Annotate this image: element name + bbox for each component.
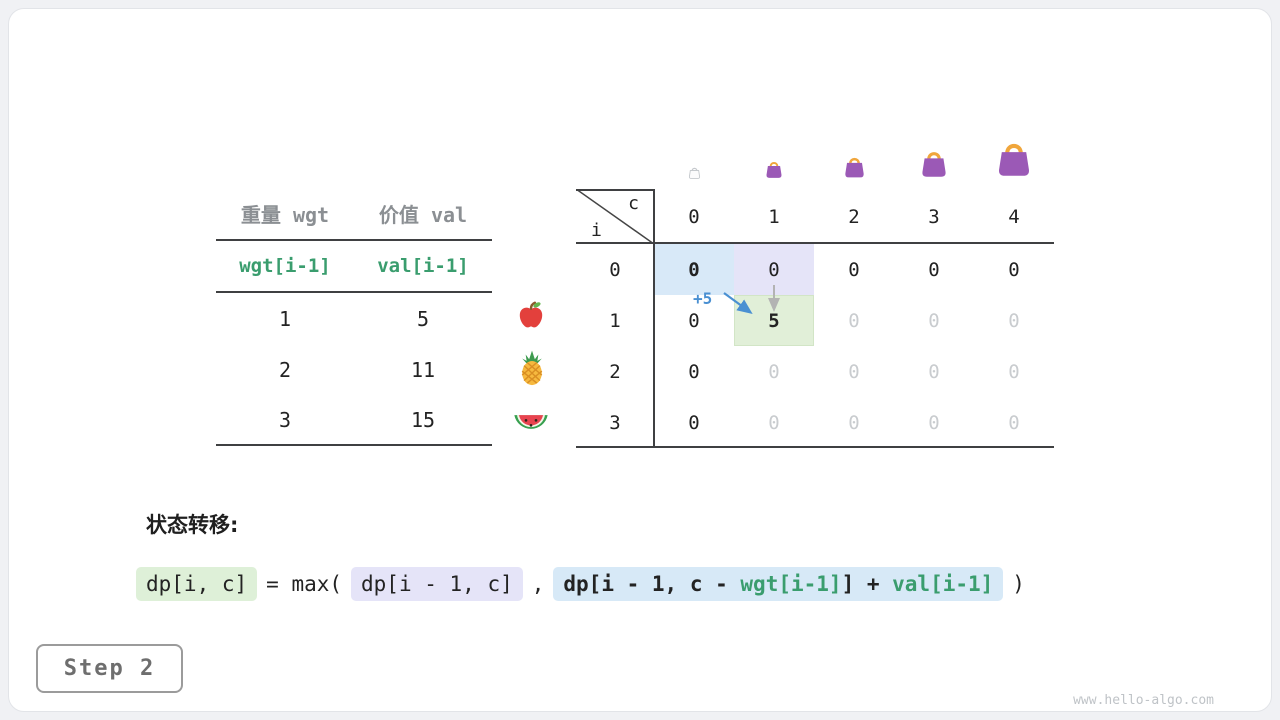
dp-cell: 0	[1008, 360, 1020, 383]
dp-cell: 0	[928, 309, 940, 332]
item-1-value: 5	[416, 306, 430, 331]
dp-col-header: 1	[768, 205, 780, 228]
step-label: Step 2	[63, 656, 156, 681]
formula-option1-chip: dp[i - 1, c]	[351, 567, 523, 601]
val-index-label: val[i-1]	[377, 255, 469, 277]
capacity-bags-row	[654, 135, 1054, 183]
formula-separator: ,	[531, 572, 545, 596]
item-row-1: 1 5	[216, 293, 492, 344]
step-label-box: Step 2	[36, 644, 183, 693]
dp-corner-cell: c i	[576, 189, 654, 244]
dp-cell: 0	[848, 258, 860, 281]
corner-row-label: i	[591, 220, 602, 241]
add-value-annotation: +5	[693, 289, 713, 308]
item-2-weight: 2	[278, 357, 292, 382]
watermark: www.hello-algo.com	[1073, 693, 1214, 708]
corner-col-label: c	[628, 193, 639, 214]
pineapple-icon	[513, 349, 551, 391]
dp-cell: 0	[1008, 309, 1020, 332]
bag-sm-icon	[814, 153, 894, 183]
dp-cell: 0	[928, 258, 940, 281]
dp-cell: 0	[768, 411, 780, 434]
dp-col-header: 4	[1008, 205, 1020, 228]
formula-option2-val: val[i-1]	[892, 572, 994, 596]
dp-cell: 0	[688, 309, 700, 332]
dp-row-header: 3	[609, 411, 621, 434]
dp-cell: 0	[928, 360, 940, 383]
dp-row-header: 2	[609, 360, 621, 383]
item-row-3: 3 15	[216, 395, 492, 446]
formula-lhs-chip: dp[i, c]	[136, 567, 258, 601]
bag-lg-icon	[974, 136, 1054, 183]
items-index-row: wgt[i-1] val[i-1]	[216, 241, 492, 293]
dp-table-bottom-line	[576, 446, 1054, 448]
formula-option2-infix: ] +	[841, 572, 893, 596]
formula-operator: = max(	[266, 572, 343, 596]
dp-cell-source-above: 0	[734, 244, 814, 295]
item-row-2: 2 11	[216, 344, 492, 395]
dp-cell: 0	[1008, 411, 1020, 434]
apple-icon	[513, 298, 549, 338]
wgt-index-label: wgt[i-1]	[239, 255, 331, 277]
item-3-value: 15	[410, 407, 436, 432]
bag-xs-icon	[734, 158, 814, 183]
dp-table: c i 0 1 2 3 4 0 0 0 0 0 0 1 0 5 0 0 0 2 …	[576, 189, 1054, 448]
dp-cell: 0	[768, 360, 780, 383]
formula-option2-wgt: wgt[i-1]	[740, 572, 842, 596]
items-col-header-value: 价值 val	[378, 202, 468, 227]
transition-heading: 状态转移:	[146, 513, 239, 537]
bag-md-icon	[894, 146, 974, 183]
figure-card: 重量 wgt 价值 val wgt[i-1] val[i-1] 1 5 2 11…	[8, 8, 1272, 712]
item-2-value: 11	[410, 357, 436, 382]
dp-row-header: 0	[609, 258, 621, 281]
items-table: 重量 wgt 价值 val wgt[i-1] val[i-1] 1 5 2 11…	[216, 187, 492, 446]
dp-table-header-line	[576, 242, 1054, 244]
dp-cell: 0	[848, 309, 860, 332]
dp-cell-source-diagonal: 0	[654, 244, 734, 295]
dp-cell-current: 5	[734, 295, 814, 346]
dp-col-header: 3	[928, 205, 940, 228]
bag-ghost-icon	[654, 165, 734, 183]
dp-table-vertical-line	[653, 189, 655, 448]
dp-cell: 0	[1008, 258, 1020, 281]
items-col-header-weight: 重量 wgt	[240, 202, 330, 227]
transition-formula: dp[i, c] = max( dp[i - 1, c] , dp[i - 1,…	[136, 562, 1025, 606]
dp-cell: 0	[848, 411, 860, 434]
watermelon-icon	[511, 401, 551, 445]
dp-col-header: 2	[848, 205, 860, 228]
dp-cell: 0	[688, 360, 700, 383]
items-header-row: 重量 wgt 价值 val	[216, 187, 492, 241]
dp-col-header: 0	[688, 205, 700, 228]
dp-row-header: 1	[609, 309, 621, 332]
dp-cell: 0	[928, 411, 940, 434]
formula-closing: )	[1012, 572, 1025, 596]
dp-cell: 0	[688, 411, 700, 434]
item-1-weight: 1	[278, 306, 292, 331]
dp-table-top-line	[576, 189, 654, 191]
formula-option2-chip: dp[i - 1, c - wgt[i-1]] + val[i-1]	[553, 567, 1004, 601]
formula-option2-prefix: dp[i - 1, c -	[563, 572, 741, 596]
item-3-weight: 3	[278, 407, 292, 432]
dp-cell: 0	[848, 360, 860, 383]
